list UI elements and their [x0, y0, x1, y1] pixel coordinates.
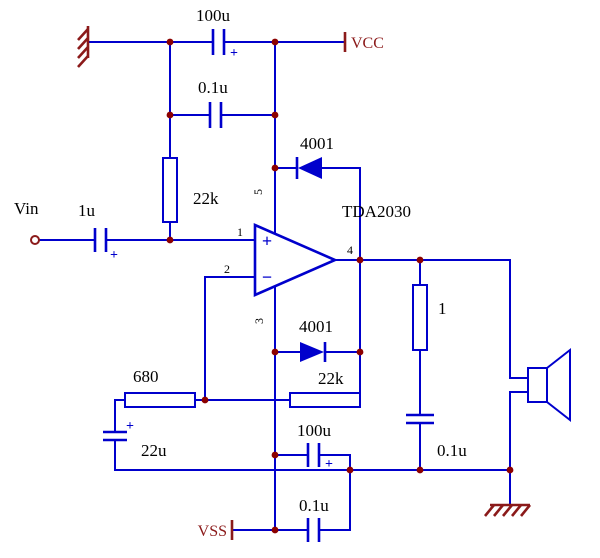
noninverting-plus-mark: + — [262, 231, 272, 251]
label-vss: VSS — [198, 523, 227, 540]
capacitor-vcc-bypass — [208, 102, 223, 128]
opamp-tda2030: + − — [253, 223, 339, 297]
resistor-zobel — [412, 284, 428, 351]
earth-ground-top-icon — [77, 26, 90, 68]
resistor-feedback — [289, 392, 361, 408]
label-cap-vss-bulk: 100u — [297, 421, 332, 440]
pin-label-2: 2 — [224, 262, 230, 276]
label-diode-top: 4001 — [300, 134, 334, 153]
pin-label-5: 5 — [251, 189, 265, 195]
plus-sign: + — [110, 248, 118, 263]
plus-sign: + — [126, 419, 134, 434]
capacitor-input-coupling: + — [93, 228, 118, 263]
wires — [38, 41, 529, 531]
plus-sign: + — [230, 46, 238, 61]
label-resistor-feedback: 22k — [318, 369, 344, 388]
speaker-icon — [527, 347, 571, 423]
inverting-minus-mark: − — [262, 267, 272, 287]
label-cap-vss-bypass: 0.1u — [299, 496, 329, 515]
capacitor-zobel — [406, 413, 434, 425]
label-cap-input: 1u — [78, 201, 96, 220]
capacitor-vcc-bulk: + — [211, 29, 238, 61]
diode-bottom — [300, 342, 327, 362]
capacitor-vss-bypass — [306, 518, 321, 542]
earth-ground-bottom-icon — [483, 503, 532, 517]
label-resistor-zobel: 1 — [438, 299, 447, 318]
label-cap-zobel: 0.1u — [437, 441, 467, 460]
label-cap-vcc-bypass: 0.1u — [198, 78, 228, 97]
label-ic-name: TDA2030 — [342, 202, 411, 221]
pin-label-3: 3 — [252, 318, 266, 324]
junction-dots — [166, 38, 514, 534]
resistor-gain — [124, 392, 196, 408]
label-vcc: VCC — [351, 35, 384, 52]
label-diode-bottom: 4001 — [299, 317, 333, 336]
label-input: Vin — [14, 199, 39, 218]
plus-sign: + — [325, 457, 333, 472]
resistor-bias — [162, 157, 178, 223]
capacitor-vss-bulk: + — [306, 443, 333, 472]
label-cap-vcc-bulk: 100u — [196, 6, 231, 25]
capacitor-gain: + — [103, 419, 134, 442]
vin-terminal — [30, 235, 40, 245]
label-cap-gain: 22u — [141, 441, 167, 460]
pin-label-4: 4 — [347, 243, 353, 257]
label-resistor-gain: 680 — [133, 367, 159, 386]
label-resistor-bias: 22k — [193, 189, 219, 208]
pin-label-1: 1 — [237, 225, 243, 239]
diode-top — [295, 157, 322, 179]
